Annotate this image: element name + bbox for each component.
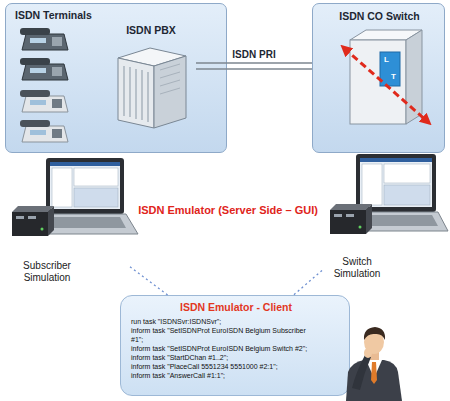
phone-keypad bbox=[52, 99, 62, 108]
phone-display bbox=[30, 68, 46, 73]
script-line: inform task "SetISDNProt EuroISDN Belgiu… bbox=[131, 326, 313, 344]
phone-set bbox=[20, 28, 68, 142]
phone-keypad bbox=[52, 129, 62, 138]
interface-letter: L bbox=[382, 55, 391, 64]
script-line: inform task "PlaceCall 5551234 5551000 #… bbox=[131, 362, 313, 371]
phone-keypad bbox=[52, 67, 62, 76]
device-front bbox=[330, 210, 366, 234]
phone bbox=[20, 120, 68, 142]
phone-display bbox=[30, 100, 46, 105]
switch-arrow bbox=[344, 48, 428, 122]
laptop-screen bbox=[360, 158, 432, 207]
laptop-keyboard bbox=[44, 217, 126, 228]
laptop-screen-frame bbox=[46, 158, 124, 214]
client-title: ISDN Emulator - Client bbox=[121, 301, 351, 314]
client-box: ISDN Emulator - Client run task "ISDNSvr:… bbox=[120, 295, 350, 396]
window-pane bbox=[74, 168, 118, 186]
node-title: ISDN PBX bbox=[106, 24, 196, 37]
group-title: ISDN CO Switch bbox=[313, 10, 446, 23]
phone-body bbox=[22, 34, 68, 50]
link-label: ISDN PRI bbox=[214, 49, 294, 61]
device-side bbox=[366, 204, 372, 234]
phone-display bbox=[30, 38, 46, 43]
window-bar bbox=[50, 162, 120, 166]
window-pane bbox=[74, 188, 118, 207]
server-vents bbox=[160, 64, 180, 94]
person bbox=[346, 327, 402, 401]
server-front bbox=[118, 58, 154, 128]
phone-body bbox=[22, 64, 68, 80]
window-pane bbox=[52, 168, 72, 207]
phone-handset bbox=[20, 58, 50, 65]
device-led bbox=[41, 228, 44, 231]
phone-handset bbox=[20, 120, 50, 127]
phone-keypad bbox=[52, 37, 62, 46]
section-label: ISDN Emulator (Server Side – GUI) bbox=[118, 204, 338, 217]
device-side bbox=[48, 206, 54, 236]
node-caption: Switch Simulation bbox=[327, 256, 387, 280]
laptop-switch bbox=[330, 154, 448, 234]
window-pane bbox=[362, 164, 382, 205]
phone-body bbox=[22, 96, 68, 112]
script-line: inform task "StartDChan #1..2"; bbox=[131, 353, 313, 362]
dotted-link bbox=[294, 271, 322, 295]
person-hand bbox=[364, 348, 372, 358]
window-pane bbox=[384, 185, 430, 205]
server-side bbox=[154, 56, 186, 128]
code-block: run task "ISDNSvr:ISDNSvr";inform task "… bbox=[131, 317, 313, 380]
laptop-screen bbox=[50, 162, 120, 209]
phone-display bbox=[30, 130, 46, 135]
laptop-subscriber bbox=[12, 158, 138, 236]
device-port bbox=[334, 214, 342, 217]
device-port bbox=[16, 216, 24, 219]
phone bbox=[20, 58, 68, 80]
phone-body bbox=[22, 126, 68, 142]
line-card bbox=[380, 52, 400, 86]
phone-handset bbox=[20, 28, 50, 35]
window-bar bbox=[360, 158, 432, 162]
phone bbox=[20, 28, 68, 50]
device-led bbox=[359, 226, 362, 229]
window-pane bbox=[384, 164, 430, 183]
script-line: inform task "AnswerCall #1:1"; bbox=[131, 371, 313, 380]
switch-front bbox=[350, 40, 406, 124]
group-title: ISDN Terminals bbox=[15, 9, 135, 22]
phone bbox=[20, 90, 68, 112]
device-top bbox=[330, 204, 372, 210]
node-caption: Subscriber Simulation bbox=[14, 260, 80, 284]
laptop-screen-frame bbox=[356, 154, 436, 212]
device-front bbox=[12, 212, 48, 236]
person-tie bbox=[371, 362, 377, 384]
device-port bbox=[346, 214, 354, 217]
device-top bbox=[12, 206, 54, 212]
dotted-link bbox=[130, 267, 168, 295]
person-arm bbox=[352, 355, 371, 390]
script-line: run task "ISDNSvr:ISDNSvr"; bbox=[131, 317, 313, 326]
pbx-server: ISDN PBX bbox=[106, 24, 196, 132]
device-port bbox=[28, 216, 36, 219]
phone-handset bbox=[20, 90, 50, 97]
server-slots bbox=[124, 66, 148, 122]
script-line: inform task "SetISDNProt EuroISDN Belgiu… bbox=[131, 344, 313, 353]
switch-icon bbox=[344, 30, 428, 124]
pri-link bbox=[196, 63, 312, 69]
interface-letter: T bbox=[389, 72, 398, 81]
person-hair bbox=[364, 327, 385, 340]
server-shape bbox=[106, 24, 196, 132]
